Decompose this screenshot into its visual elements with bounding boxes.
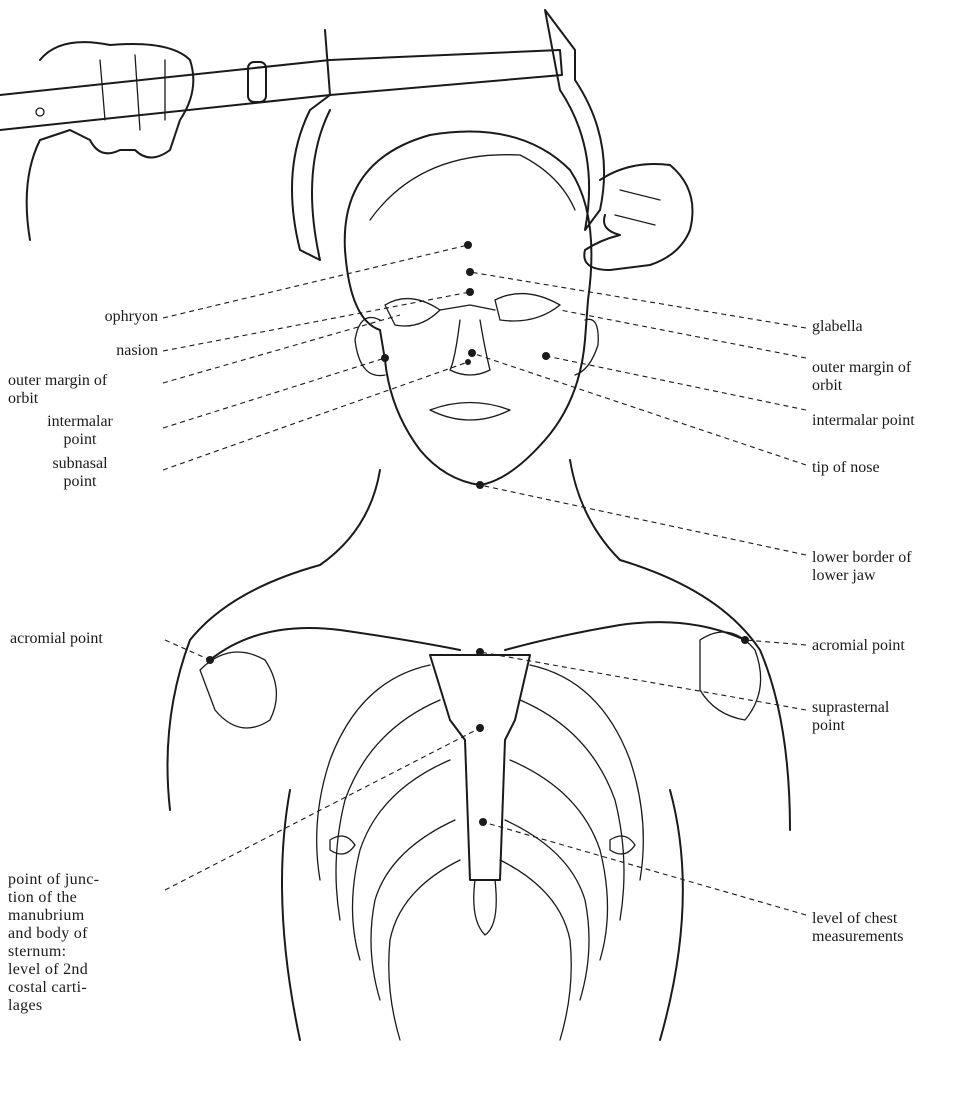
leader-acromial-left	[165, 640, 210, 660]
caliper-bar	[0, 50, 562, 130]
label-glabella: glabella	[812, 318, 962, 336]
hand-left	[27, 42, 194, 240]
label-manubrium: point of junc- tion of the manubrium and…	[8, 871, 168, 1015]
label-outer-margin-left: outer margin of orbit	[8, 372, 163, 408]
torso-outline	[168, 460, 791, 1040]
label-tip-of-nose: tip of nose	[812, 459, 962, 477]
label-outer-margin-right: outer margin of orbit	[812, 359, 967, 395]
point-manubrium	[476, 724, 484, 732]
hand-right	[584, 164, 692, 270]
leader-glabella	[470, 272, 806, 328]
point-acromial-left	[206, 656, 214, 664]
leader-outer-margin-right	[560, 310, 806, 358]
point-lower-jaw	[476, 481, 484, 489]
leader-tip-of-nose	[472, 353, 806, 465]
caliper-screw	[36, 108, 44, 116]
point-chest-level	[479, 818, 487, 826]
leader-intermalar-right	[546, 356, 806, 410]
landmark-points	[206, 241, 749, 826]
leader-intermalar-left	[163, 358, 385, 428]
label-nasion: nasion	[58, 342, 158, 360]
point-intermalar-right	[542, 352, 550, 360]
point-intermalar-left	[381, 354, 389, 362]
leader-chest-level	[483, 822, 806, 915]
label-intermalar-right: intermalar point	[812, 412, 967, 430]
caliper-left-arm	[292, 30, 330, 260]
leader-outer-margin-left	[163, 315, 400, 383]
leader-lower-jaw	[480, 485, 806, 555]
point-acromial-right	[741, 636, 749, 644]
head	[345, 132, 598, 485]
label-acromial-left: acromial point	[10, 630, 170, 648]
leader-suprasternal	[480, 652, 806, 710]
label-chest-level: level of chest measurements	[812, 910, 967, 946]
point-glabella	[466, 268, 474, 276]
caliper-right-arm	[545, 10, 604, 230]
label-intermalar-left: intermalar point	[20, 413, 140, 449]
label-suprasternal: suprasternal point	[812, 699, 962, 735]
point-ophryon	[464, 241, 472, 249]
leader-manubrium	[165, 728, 480, 890]
point-tip-of-nose	[468, 349, 476, 357]
label-subnasal: subnasal point	[20, 455, 140, 491]
leader-ophryon	[163, 245, 468, 318]
point-suprasternal	[476, 648, 484, 656]
caliper	[0, 10, 604, 260]
label-acromial-right: acromial point	[812, 637, 962, 655]
point-nasion	[466, 288, 474, 296]
label-lower-jaw: lower border of lower jaw	[812, 549, 967, 585]
label-ophryon: ophryon	[58, 308, 158, 326]
point-subnasal	[465, 359, 471, 365]
